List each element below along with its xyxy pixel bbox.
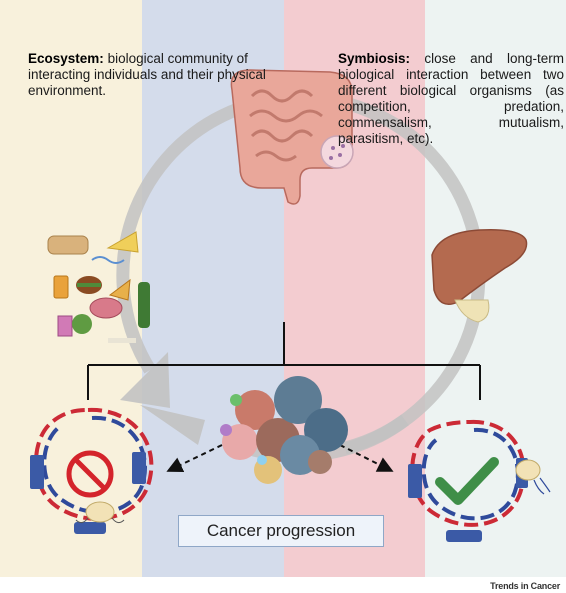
cancer-progression-label: Cancer progression [178,515,384,547]
ecosystem-definition: Ecosystem: biological community of inter… [28,51,268,99]
symbiosis-term: Symbiosis: [338,51,411,66]
tumor-icon [220,376,348,484]
journal-credit: Trends in Cancer [490,581,560,591]
dna-loop-icon-right [408,419,528,542]
liver-icon [431,228,528,323]
checkmark-icon [435,457,499,505]
ecosystem-term: Ecosystem: [28,51,104,66]
bacteria-icon [75,459,551,524]
symbiosis-definition: Symbiosis: close and long-term biologica… [338,51,564,147]
prohibited-icon [66,450,114,498]
food-icon [47,231,150,343]
gut-icon [230,69,354,205]
ecosystem-text: biological community of interacting indi… [28,51,266,98]
dna-loop-icon [30,407,154,534]
symbiosis-text: close and long-term biological interacti… [338,51,564,146]
